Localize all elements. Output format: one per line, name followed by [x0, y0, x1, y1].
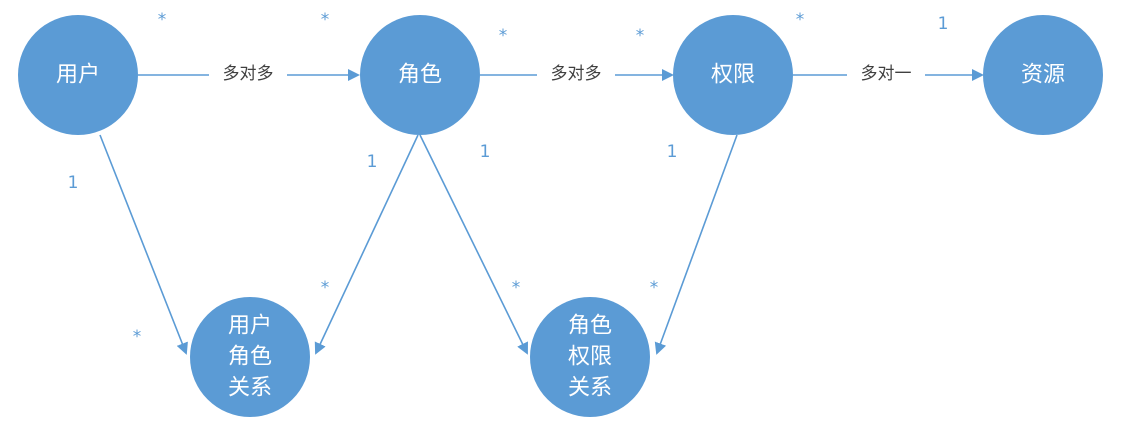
edge-label-background: [847, 63, 925, 85]
edge-permission-rolepermission: [654, 134, 738, 355]
node-circle: [530, 297, 650, 417]
node-label: 关系: [568, 376, 612, 401]
multiplicity-role-userrole-src: 1: [367, 152, 378, 172]
multiplicity-role-rolepermission-src: 1: [480, 142, 491, 162]
edge-line-role-userrole: [314, 134, 419, 355]
edge-role-rolepermission: [419, 134, 528, 355]
node-circle: [983, 15, 1103, 135]
multiplicity-permission-rolepermission-src: 1: [667, 142, 678, 162]
node-role: 角色: [360, 15, 480, 135]
edge-label-permission-resource: 多对一: [861, 64, 912, 84]
node-label: 权限: [568, 345, 612, 370]
node-label: 用户: [56, 63, 100, 88]
node-label: 角色: [228, 345, 272, 370]
edge-role-permission: 多对多: [480, 63, 674, 85]
node-label: 关系: [228, 376, 272, 401]
multiplicity-role-permission-dst: *: [636, 26, 645, 46]
node-label: 用户: [228, 314, 272, 339]
node-label: 角色: [568, 314, 612, 339]
node-resource: 资源: [983, 15, 1103, 135]
multiplicity-user-userrole-dst: *: [133, 327, 142, 347]
edge-line-role-rolepermission: [419, 134, 528, 355]
multiplicity-user-userrole-src: 1: [68, 173, 79, 193]
edge-label-background: [209, 63, 287, 85]
node-permission: 权限: [673, 15, 793, 135]
node-label: 资源: [1021, 63, 1065, 88]
edge-role-userrole: [314, 134, 419, 355]
node-circle: [673, 15, 793, 135]
node-user: 用户: [18, 15, 138, 135]
node-circle: [360, 15, 480, 135]
multiplicity-permission-rolepermission-dst: *: [650, 278, 659, 298]
node-circle: [190, 297, 310, 417]
multiplicity-role-userrole-dst: *: [321, 278, 330, 298]
edge-user-role: 多对多: [138, 63, 360, 85]
edge-label-background: [537, 63, 615, 85]
multiplicity-role-rolepermission-dst: *: [512, 278, 521, 298]
edge-line-permission-rolepermission: [654, 134, 738, 355]
edge-permission-resource: 多对一: [793, 63, 984, 85]
node-label: 权限: [711, 63, 755, 88]
multiplicity-user-role-dst: *: [321, 10, 330, 30]
node-label: 角色: [398, 63, 442, 88]
multiplicity-role-permission-src: *: [499, 26, 508, 46]
edge-user-userrole: [99, 134, 188, 355]
edge-label-role-permission: 多对多: [551, 64, 602, 84]
multiplicity-user-role-src: *: [158, 10, 167, 30]
node-circle: [18, 15, 138, 135]
multiplicity-permission-resource-src: *: [796, 10, 805, 30]
edge-line-user-userrole: [99, 134, 188, 355]
edge-label-user-role: 多对多: [223, 64, 274, 84]
multiplicity-permission-resource-dst: 1: [938, 14, 949, 34]
